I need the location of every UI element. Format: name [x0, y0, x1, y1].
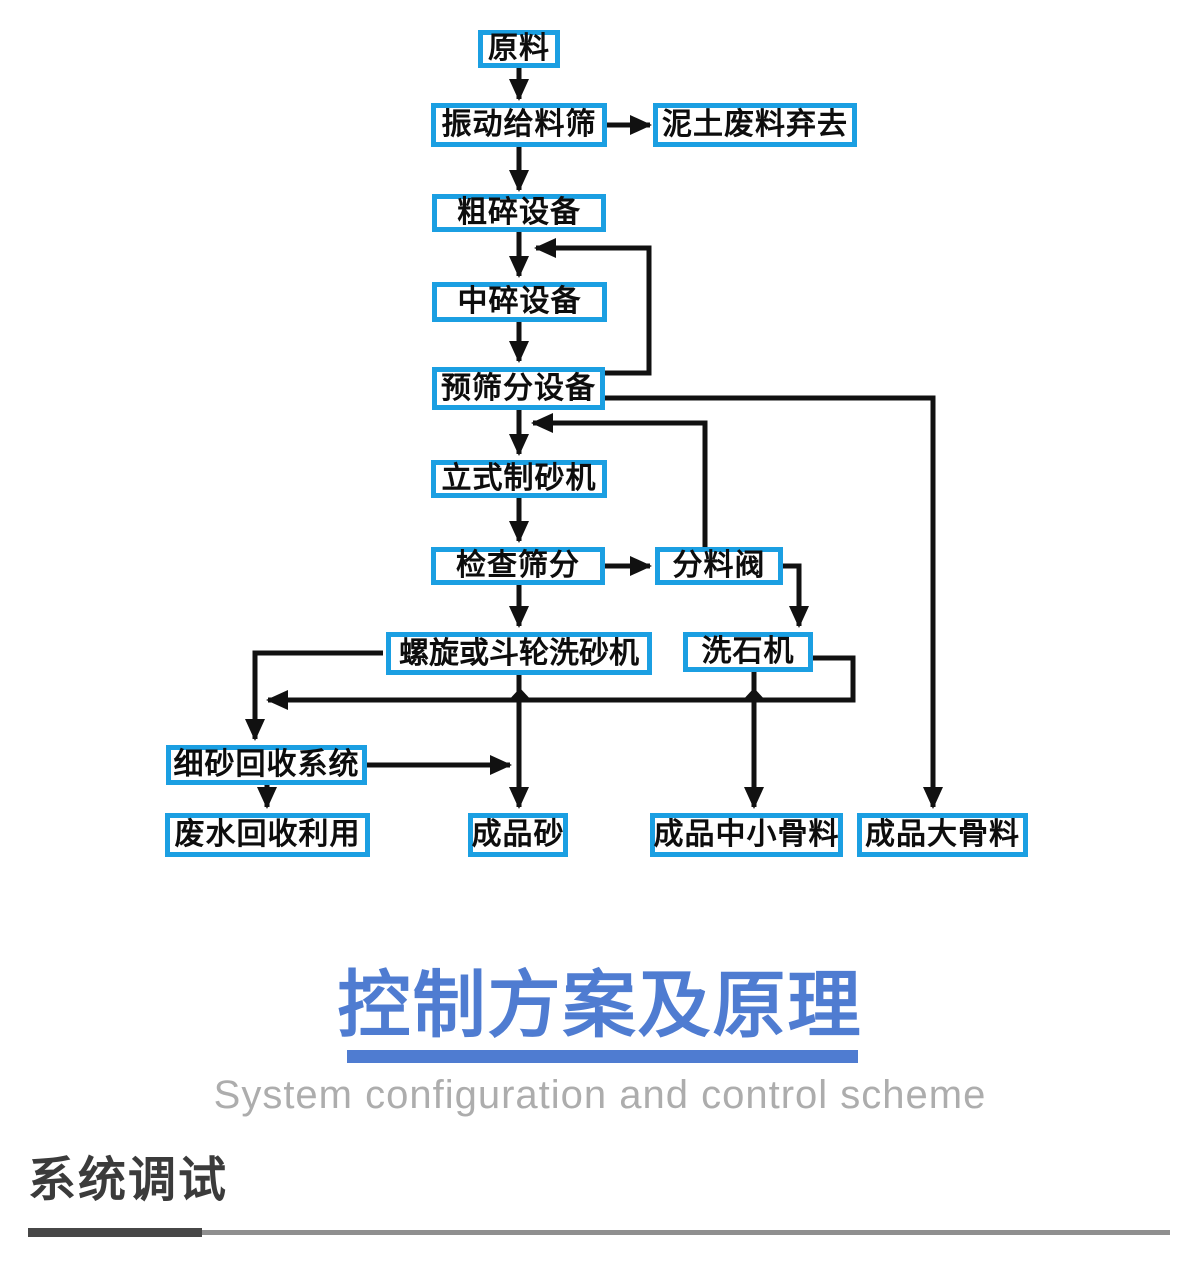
node-soil-waste: 泥土废料弃去 — [653, 103, 857, 147]
node-label: 振动给料筛 — [441, 108, 597, 141]
node-stone-washer: 洗石机 — [683, 632, 813, 672]
node-inspection-screening: 检查筛分 — [431, 547, 605, 585]
section-subtitle: System configuration and control scheme — [213, 1073, 987, 1117]
node-label: 成品中小骨料 — [653, 818, 840, 851]
flowchart-connectors — [245, 68, 943, 809]
node-pre-screening: 预筛分设备 — [432, 367, 605, 410]
node-finished-sand: 成品砂 — [468, 813, 568, 857]
node-label: 检查筛分 — [456, 549, 580, 582]
node-label: 废水回收利用 — [174, 818, 361, 851]
node-raw-material: 原料 — [478, 30, 560, 68]
node-label: 成品砂 — [471, 818, 565, 851]
node-label: 预筛分设备 — [441, 371, 596, 405]
node-label: 立式制砂机 — [441, 462, 597, 495]
footer-rule-light — [202, 1230, 1170, 1235]
node-wastewater-recycling: 废水回收利用 — [165, 813, 370, 857]
node-sand-washer: 螺旋或斗轮洗砂机 — [386, 632, 652, 675]
node-label: 细砂回收系统 — [173, 748, 360, 781]
node-distribution-valve: 分料阀 — [655, 547, 783, 585]
node-label: 螺旋或斗轮洗砂机 — [399, 636, 639, 670]
node-label: 中碎设备 — [457, 285, 582, 318]
node-fine-sand-recovery: 细砂回收系统 — [166, 745, 367, 785]
node-label: 成品大骨料 — [865, 818, 1020, 851]
node-vertical-sand-maker: 立式制砂机 — [431, 460, 607, 498]
section-title: 控制方案及原理 — [337, 965, 863, 1046]
node-vibrating-feeder: 振动给料筛 — [431, 103, 607, 147]
node-label: 洗石机 — [701, 635, 795, 668]
node-coarse-crusher: 粗碎设备 — [432, 194, 606, 232]
node-finished-large-aggregate: 成品大骨料 — [857, 813, 1028, 857]
node-label: 泥土废料弃去 — [662, 108, 848, 141]
footer-heading: 系统调试 — [28, 1154, 229, 1207]
node-finished-medium-small-aggregate: 成品中小骨料 — [650, 813, 843, 857]
title-underline — [347, 1050, 858, 1063]
node-label: 原料 — [488, 32, 550, 65]
footer-rule-dark — [28, 1228, 202, 1237]
node-label: 分料阀 — [672, 549, 766, 582]
node-medium-crusher: 中碎设备 — [432, 282, 607, 322]
node-label: 粗碎设备 — [457, 196, 581, 229]
